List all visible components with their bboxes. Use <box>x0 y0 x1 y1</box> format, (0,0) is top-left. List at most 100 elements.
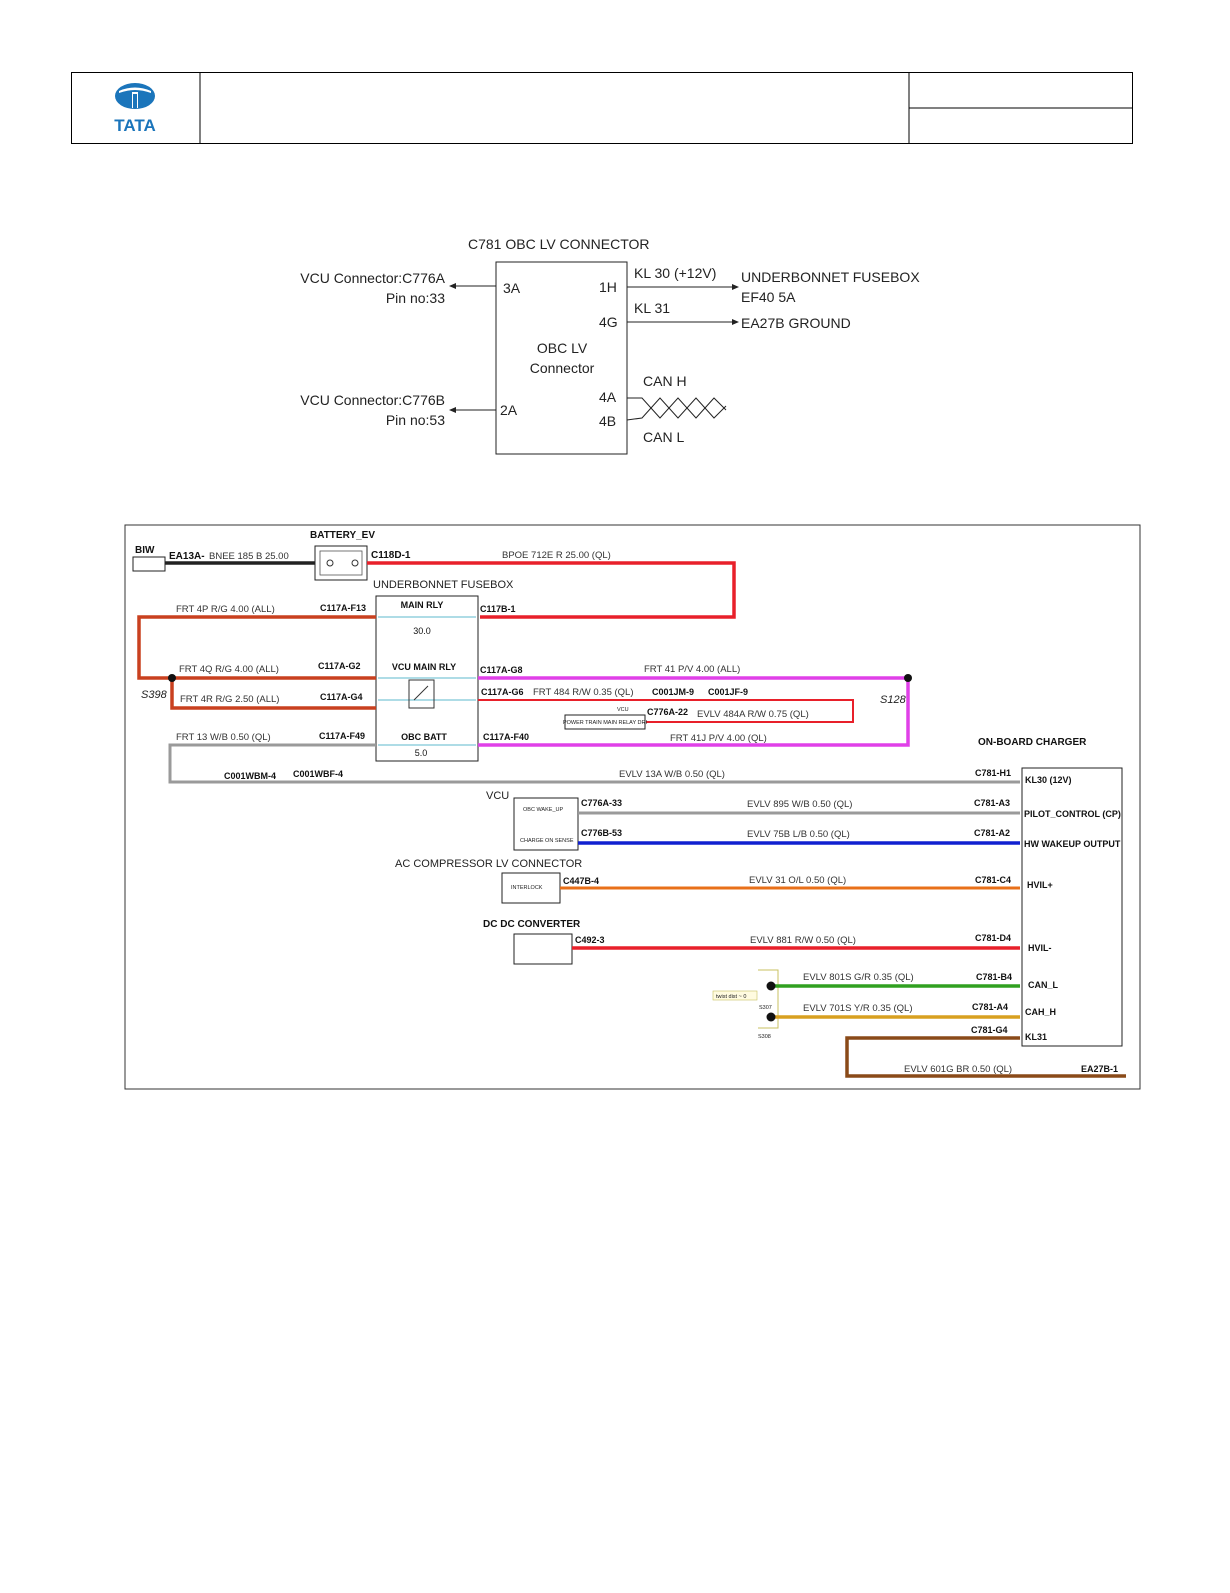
wire-spec: FRT 41J P/V 4.00 (QL) <box>670 733 767 744</box>
pin-label: 3A <box>503 280 521 296</box>
can-l-label: CAN L <box>643 429 684 445</box>
wire-spec: FRT 4P R/G 4.00 (ALL) <box>176 604 275 615</box>
connector-id: EA13A- <box>169 551 205 562</box>
on-board-charger-title: ON-BOARD CHARGER <box>978 737 1087 748</box>
fusebox-title: UNDERBONNET FUSEBOX <box>373 579 514 591</box>
fusebox-label: UNDERBONNET FUSEBOX <box>741 269 920 285</box>
battery-terminal <box>351 559 359 567</box>
connector-id: C781-H1 <box>975 768 1011 778</box>
arrow-head <box>732 284 739 290</box>
fusebox-label: EF40 5A <box>741 289 796 305</box>
connector-id: C117A-G8 <box>480 665 523 675</box>
power-train-relay-box <box>564 714 646 730</box>
battery-ev-label: BATTERY_EV <box>310 530 375 541</box>
wire-spec: EVLV 881 R/W 0.50 (QL) <box>750 935 856 946</box>
splice-label: S128 <box>880 694 907 706</box>
splice-s128 <box>904 674 912 682</box>
can-h-label: CAN H <box>643 373 687 389</box>
pin-kl30: KL30 (12V) <box>1025 775 1072 785</box>
obc-lv-connector-box <box>495 261 628 455</box>
schematic-frame <box>124 524 1141 1090</box>
pin-can-l: CAN_L <box>1028 980 1059 990</box>
connector-id: C117A-F40 <box>483 732 529 742</box>
battery-terminal <box>326 559 334 567</box>
logo-text: TATA <box>114 116 156 135</box>
pin-cah-h: CAH_H <box>1025 1007 1056 1017</box>
wire-evlv601g <box>845 1036 1126 1078</box>
wire-bpoe <box>367 561 736 619</box>
connector-id: C118D-1 <box>371 550 411 561</box>
splice-s308 <box>766 1012 776 1022</box>
wire-spec: EVLV 13A W/B 0.50 (QL) <box>619 769 725 780</box>
kl30-label: KL 30 (+12V) <box>634 265 716 281</box>
splice-label: S398 <box>141 689 168 701</box>
connector-id: C117A-G2 <box>318 661 361 671</box>
dc-dc-converter-label: DC DC CONVERTER <box>483 919 581 930</box>
vcu-pin-label: Pin no:53 <box>386 412 445 428</box>
connector-id: C781-D4 <box>975 933 1011 943</box>
wire-frt4p-4q <box>137 615 376 680</box>
twist-note: twist dist ~ 0 <box>716 994 746 1000</box>
vcu-main-rly-label: VCU MAIN RLY <box>392 662 456 672</box>
biw-label: BIW <box>135 545 155 556</box>
wire-spec: EVLV 701S Y/R 0.35 (QL) <box>803 1003 913 1014</box>
interlock-label: INTERLOCK <box>511 885 543 891</box>
wire-frt4r <box>170 678 376 710</box>
connector-id: C001WBM-4 <box>224 771 276 781</box>
arrow-head <box>732 319 739 325</box>
wire-spec: FRT 4R R/G 2.50 (ALL) <box>180 694 279 705</box>
wire-spec: EVLV 484A R/W 0.75 (QL) <box>697 709 809 720</box>
connector-id: C117A-G6 <box>481 687 524 697</box>
splice-label: S308 <box>758 1034 771 1040</box>
wire-spec: FRT 484 R/W 0.35 (QL) <box>533 687 634 698</box>
obc-batt-label: OBC BATT <box>401 732 447 742</box>
pin-label: 2A <box>500 402 518 418</box>
tata-logo: TATA <box>114 83 156 135</box>
connector-id: C781-A2 <box>974 828 1010 838</box>
connector-id: C781-C4 <box>975 875 1011 885</box>
wire-spec: BPOE 712E R 25.00 (QL) <box>502 550 611 561</box>
wiring-schematic: BIW EA13A- BNEE 185 B 25.00 BATTERY_EV C… <box>124 524 1141 1090</box>
wire-spec: FRT 4Q R/G 4.00 (ALL) <box>179 664 279 675</box>
wire-spec: EVLV 31 O/L 0.50 (QL) <box>749 875 846 886</box>
connector-id: C117A-G4 <box>320 692 363 702</box>
connector-diagram: C781 OBC LV CONNECTOR OBC LV Connector 3… <box>300 236 920 455</box>
charge-on-sense-label: CHARGE ON SENSE <box>520 838 574 844</box>
arrow-head <box>449 283 456 289</box>
wire-spec: FRT 41 P/V 4.00 (ALL) <box>644 664 740 675</box>
connector-id: C001WBF-4 <box>293 769 343 779</box>
relay-switch <box>413 685 429 701</box>
wire-frt13-evlv13a <box>168 743 1020 784</box>
wire-spec: EVLV 895 W/B 0.50 (QL) <box>747 799 852 810</box>
can-twisted-pair <box>626 397 727 421</box>
connector-id: C117A-F49 <box>319 731 365 741</box>
connector-title: C781 OBC LV CONNECTOR <box>468 236 650 252</box>
connector-id: C117A-F13 <box>320 603 366 613</box>
splice-s398 <box>168 674 176 682</box>
connector-id: C776A-33 <box>581 798 622 808</box>
twist-note-box <box>712 990 758 1001</box>
on-board-charger-box <box>1021 767 1123 1047</box>
splice-s307 <box>766 981 776 991</box>
connector-id: C447B-4 <box>563 876 599 886</box>
connector-id: EA27B-1 <box>1081 1064 1118 1074</box>
pin-label: 4G <box>599 314 618 330</box>
wire-spec: EVLV 75B L/B 0.50 (QL) <box>747 829 850 840</box>
pin-label: 4A <box>599 389 617 405</box>
connector-id: C001JF-9 <box>708 687 748 697</box>
arrow-head <box>449 407 456 413</box>
main-rly-value: 30.0 <box>413 626 431 636</box>
pin-label: 1H <box>599 279 617 295</box>
connector-id: C492-3 <box>575 935 605 945</box>
kl31-label: KL 31 <box>634 300 670 316</box>
pin-label: 4B <box>599 413 616 429</box>
connector-id: C001JM-9 <box>652 687 694 697</box>
obc-wake-up-label: OBC WAKE_UP <box>523 807 563 813</box>
vcu-pin-label: Pin no:33 <box>386 290 445 306</box>
obc-batt-value: 5.0 <box>415 748 428 758</box>
wire-spec: EVLV 601G BR 0.50 (QL) <box>904 1064 1012 1075</box>
connector-id: C781-A4 <box>972 1002 1008 1012</box>
pin-hvil-minus: HVIL- <box>1028 943 1052 953</box>
